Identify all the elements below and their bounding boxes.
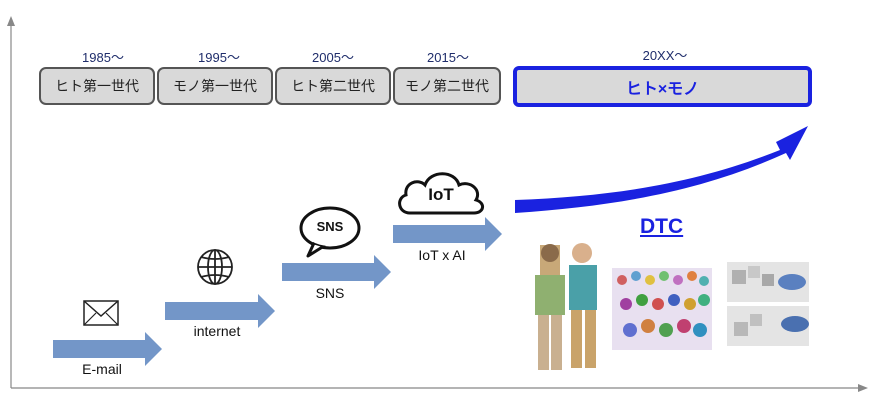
step-arrow-iot <box>393 217 502 251</box>
globe-icon <box>197 249 233 285</box>
y-axis-arrowhead <box>7 16 15 26</box>
step-arrow-email <box>53 332 162 366</box>
era-year-2015: 2015～ <box>427 50 469 65</box>
speech-bubble-icon <box>299 206 361 258</box>
step-label-iot-ai: IoT x AI <box>418 247 466 263</box>
cloud-icon <box>398 172 484 215</box>
era-box-hito-gen1: ヒト第一世代 <box>39 67 155 105</box>
speech-bubble-icon-text: SNS <box>316 219 344 234</box>
step-label-internet: internet <box>193 323 241 339</box>
era-year-2005: 2005～ <box>312 50 354 65</box>
era-box-hito-mono: ヒト×モノ <box>513 66 812 107</box>
products-image <box>727 262 809 346</box>
era-year-1995: 1995～ <box>198 50 240 65</box>
envelope-icon <box>83 300 119 326</box>
era-box-mono-gen1: モノ第一世代 <box>157 67 273 105</box>
step-label-sns: SNS <box>315 285 345 301</box>
era-box-hito-gen2: ヒト第二世代 <box>275 67 391 105</box>
people-image <box>535 243 597 370</box>
future-growth-arrow <box>515 126 808 213</box>
era-year-1985: 1985～ <box>82 50 124 65</box>
x-axis-arrowhead <box>858 384 868 392</box>
step-arrow-sns <box>282 255 391 289</box>
era-box-mono-gen2: モノ第二世代 <box>393 67 501 105</box>
era-year-20xx: 20XX～ <box>642 48 688 63</box>
step-label-email: E-mail <box>82 361 122 377</box>
step-arrow-internet <box>165 294 275 328</box>
cloud-icon-text: IoT <box>428 185 454 204</box>
crowd-image <box>612 268 712 350</box>
dtc-label: DTC <box>640 215 684 238</box>
